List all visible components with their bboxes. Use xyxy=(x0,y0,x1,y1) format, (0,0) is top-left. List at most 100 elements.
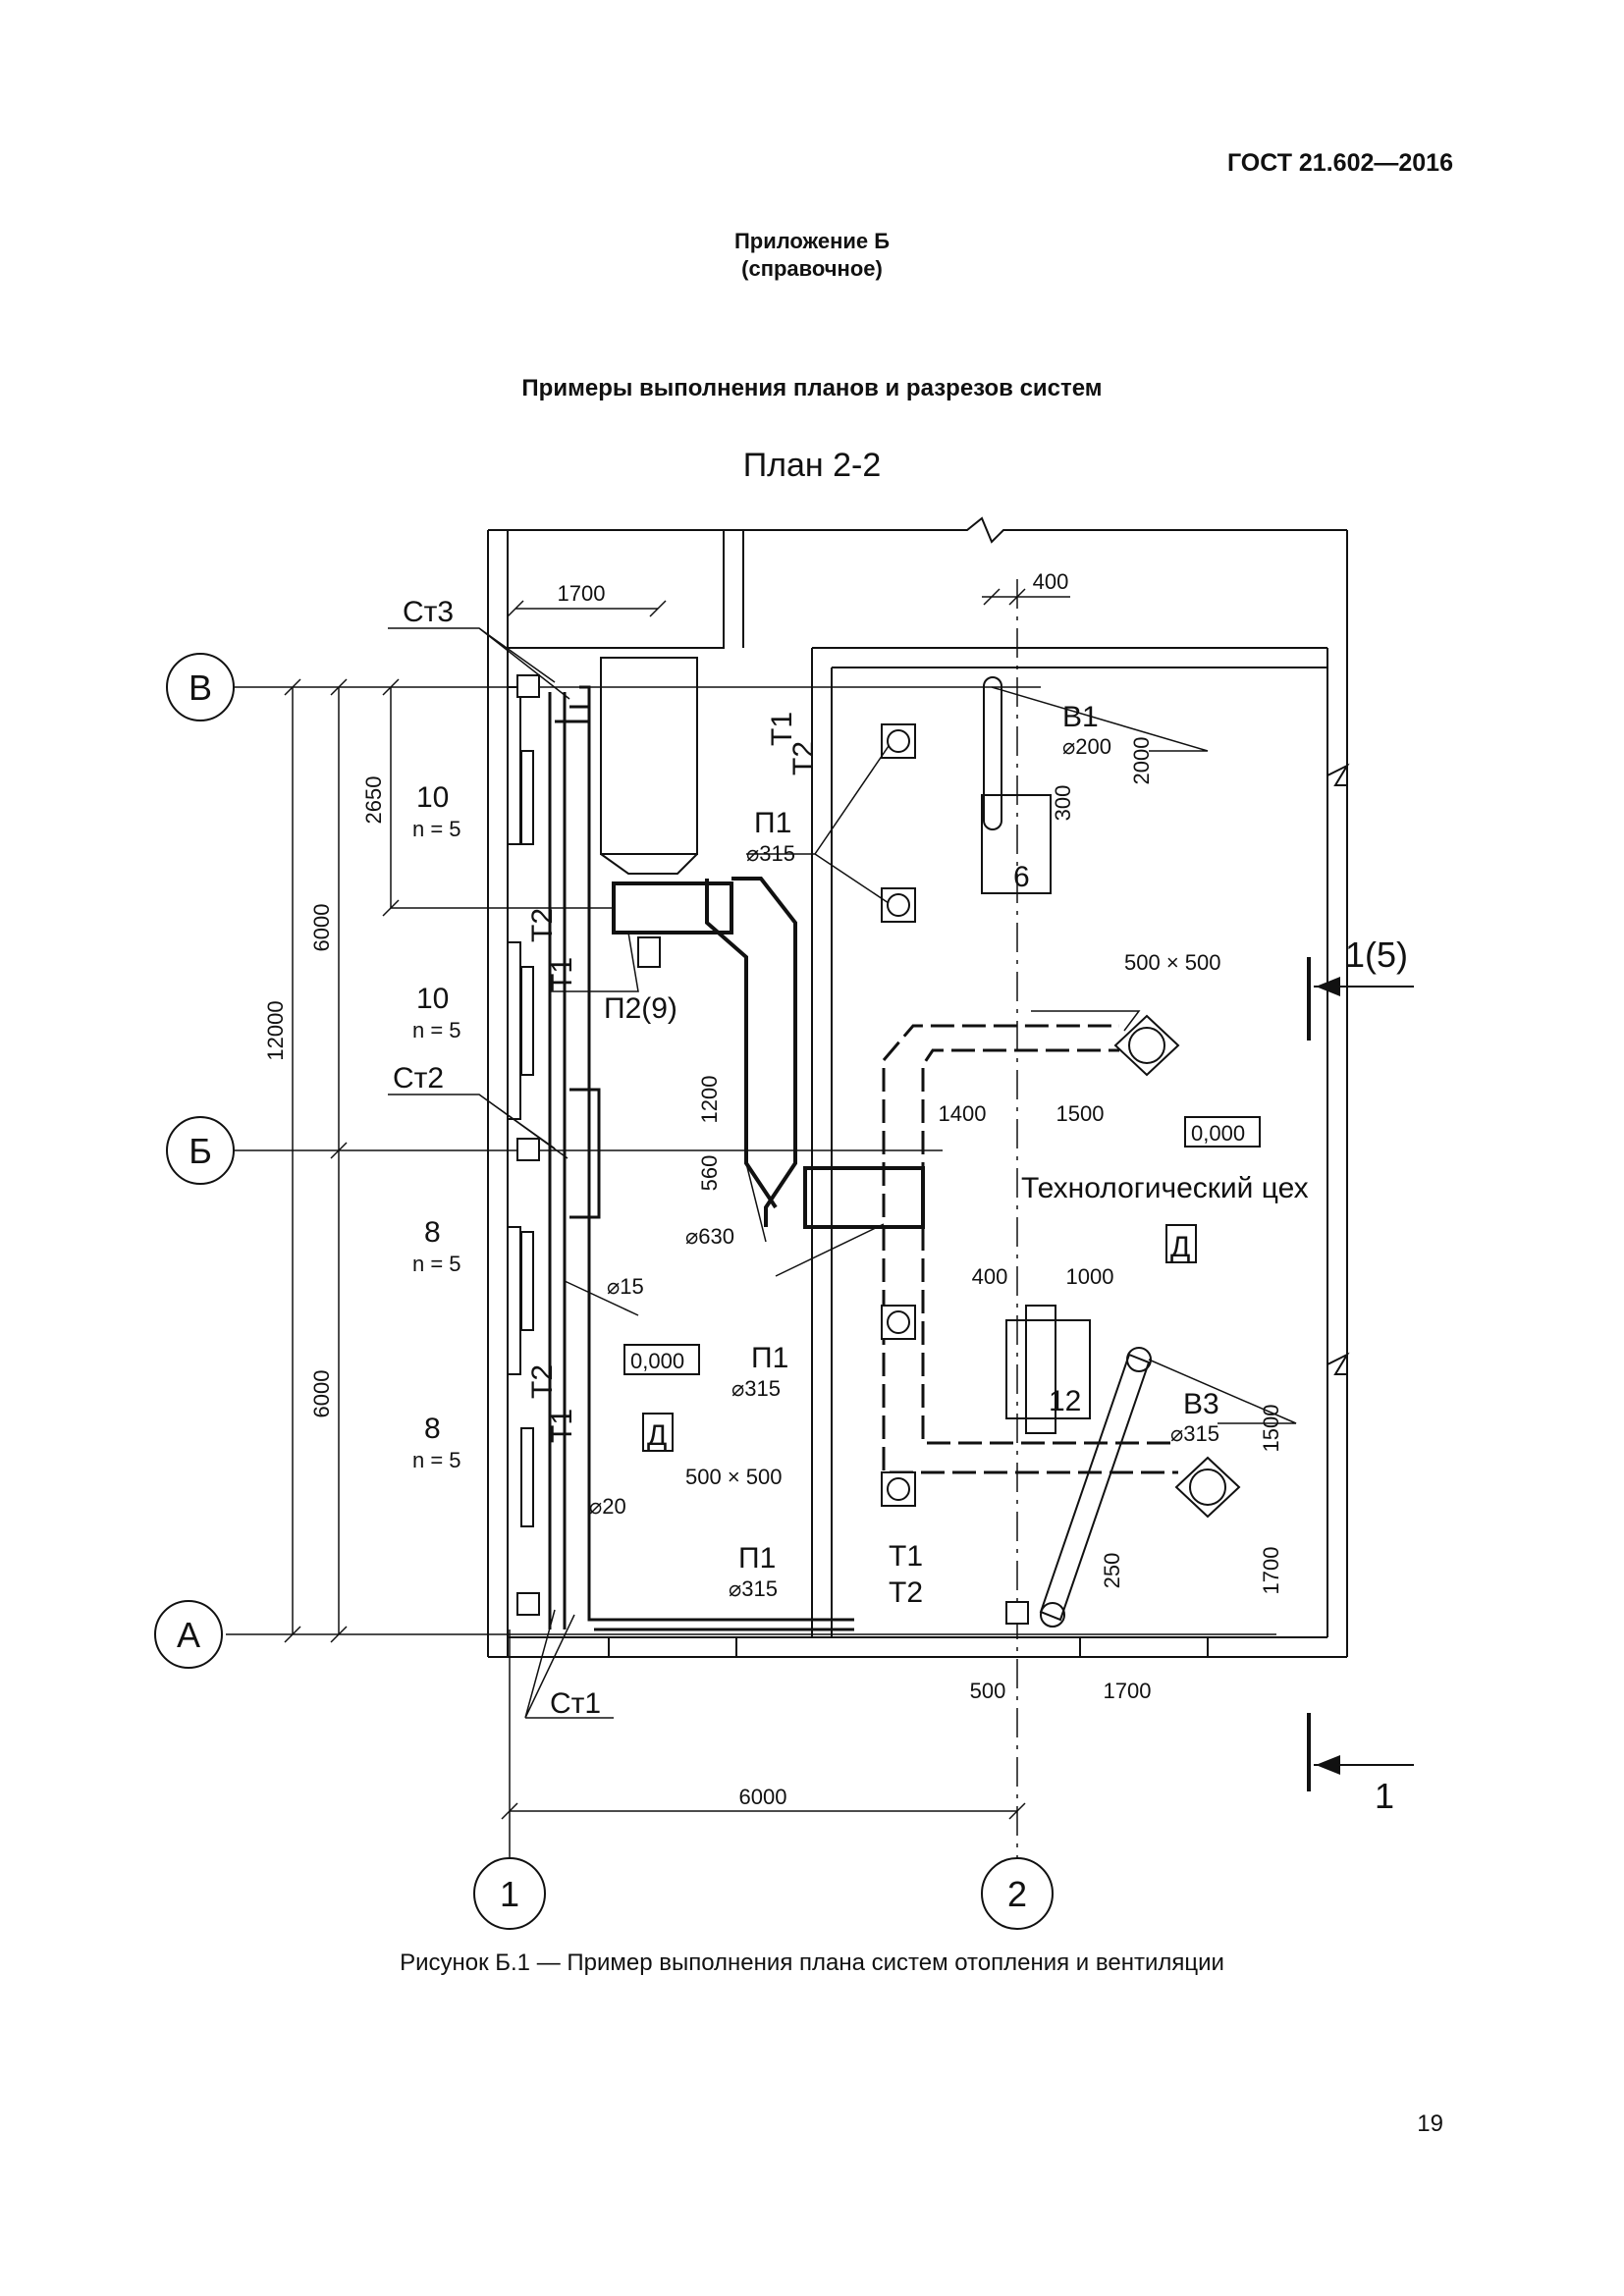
riser-box-right xyxy=(1005,1601,1029,1625)
label-rad-10b-n: n = 5 xyxy=(412,1018,461,1042)
radiator-2 xyxy=(520,966,534,1076)
label-p1-top: П1 xyxy=(754,807,791,839)
riser-box-st3 xyxy=(516,674,540,698)
axis-label-1: 1 xyxy=(500,1874,519,1914)
label-rad-8b-n: n = 5 xyxy=(412,1448,461,1472)
dim-6000-upper: 6000 xyxy=(309,904,334,952)
label-d630: ⌀630 xyxy=(685,1224,734,1249)
dim-1400: 1400 xyxy=(939,1101,987,1126)
label-room-cat-left: Д xyxy=(647,1419,667,1452)
v1-duct xyxy=(983,676,1002,830)
figure-caption: Рисунок Б.1 — Пример выполнения плана си… xyxy=(400,1949,1224,1976)
label-st1: Ст1 xyxy=(550,1687,601,1720)
label-v3-d: ⌀315 xyxy=(1170,1421,1219,1446)
label-v1-d: ⌀200 xyxy=(1062,734,1111,759)
axis-label-b: Б xyxy=(189,1131,212,1171)
appendix-title: Приложение Б (справочное) xyxy=(0,228,1624,283)
label-t2-top: Т2 xyxy=(787,741,820,775)
window-left-3 xyxy=(508,1226,521,1375)
wall-inner-top xyxy=(812,647,1327,668)
duct-horizontal xyxy=(803,1166,925,1229)
label-rad-10a: 10 xyxy=(416,781,449,814)
dim-400-b: 400 xyxy=(972,1264,1008,1289)
axis-bubble-v xyxy=(166,653,235,721)
section-title: Примеры выполнения планов и разрезов сис… xyxy=(521,375,1103,401)
label-t1-bottom: Т1 xyxy=(889,1540,923,1573)
exhaust-hood xyxy=(600,657,698,875)
label-v1: В1 xyxy=(1062,701,1099,733)
dim-250: 250 xyxy=(1100,1553,1124,1589)
dim-6000-bottom: 6000 xyxy=(739,1785,787,1809)
elev-box-left xyxy=(623,1344,700,1375)
label-t2-left-lower: Т2 xyxy=(526,1364,559,1399)
duct-p2 xyxy=(705,877,797,1227)
axis-bubble-b xyxy=(166,1116,235,1185)
label-t1-top: Т1 xyxy=(766,712,798,746)
equipment-6 xyxy=(981,794,1052,894)
window-bottom xyxy=(608,1637,1209,1657)
label-rad-10b: 10 xyxy=(416,983,449,1015)
dim-2000: 2000 xyxy=(1129,737,1154,785)
axis-bubble-a xyxy=(154,1600,223,1669)
label-item-12: 12 xyxy=(1049,1385,1081,1417)
label-v3: В3 xyxy=(1183,1388,1219,1420)
axis-bubbles xyxy=(154,653,1054,1930)
label-rad-10a-n: n = 5 xyxy=(412,817,461,841)
wall-bottom xyxy=(488,1636,1347,1658)
cat-box-right xyxy=(1165,1224,1197,1263)
document-id: ГОСТ 21.602—2016 xyxy=(1226,149,1453,177)
wall-inner-vert xyxy=(811,648,833,1637)
label-room-name: Технологический цех xyxy=(1021,1172,1309,1204)
label-elev-left: 0,000 xyxy=(630,1349,684,1373)
dim-300: 300 xyxy=(1051,785,1075,822)
dim-1700-right: 1700 xyxy=(1259,1547,1283,1595)
dim-2650: 2650 xyxy=(361,776,386,825)
label-t2-bottom: Т2 xyxy=(889,1576,923,1609)
axis-bubble-2 xyxy=(981,1857,1054,1930)
elev-box-right xyxy=(1184,1116,1261,1148)
radiator-4 xyxy=(520,1427,534,1527)
axis-label-v: В xyxy=(189,667,212,708)
dim-400: 400 xyxy=(1033,569,1069,594)
window-left-2 xyxy=(508,941,521,1120)
label-d15: ⌀15 xyxy=(607,1274,644,1299)
appendix-note: (справочное) xyxy=(741,256,883,281)
dim-1700-top: 1700 xyxy=(558,581,606,606)
fan-12 xyxy=(1025,1305,1056,1434)
axis-bubble-1 xyxy=(473,1857,546,1930)
label-p1-mid-d: ⌀315 xyxy=(731,1376,781,1401)
riser-box-st2 xyxy=(516,1138,540,1161)
pipe-riser-left xyxy=(548,692,567,1629)
dim-12000: 12000 xyxy=(263,1000,288,1060)
dim-1200: 1200 xyxy=(697,1076,722,1124)
equipment-12 xyxy=(1005,1319,1091,1419)
label-rad-8b: 8 xyxy=(424,1413,441,1445)
label-room-cat-right: Д xyxy=(1170,1231,1190,1263)
label-p2: П2(9) xyxy=(604,992,677,1025)
label-rad-8a: 8 xyxy=(424,1216,441,1249)
wall-upper-room xyxy=(507,530,744,649)
duct-500-top xyxy=(882,1024,1119,1217)
wall-break-right xyxy=(1326,763,1350,1375)
window-left-1 xyxy=(508,686,521,845)
dim-1500-right: 1500 xyxy=(1259,1405,1283,1453)
page-number: 19 xyxy=(1417,2110,1443,2137)
dim-1500-mid: 1500 xyxy=(1056,1101,1105,1126)
section-label-bottom: 1 xyxy=(1375,1776,1394,1816)
label-rad-8a-n: n = 5 xyxy=(412,1252,461,1276)
label-st3: Ст3 xyxy=(403,596,454,628)
dim-6000-lower: 6000 xyxy=(309,1370,334,1418)
label-elev-right: 0,000 xyxy=(1191,1121,1245,1146)
label-st2: Ст2 xyxy=(393,1062,444,1095)
wall-outer-left xyxy=(487,530,509,1657)
label-p1-bottom-d: ⌀315 xyxy=(729,1576,778,1601)
label-t2-left-upper: Т2 xyxy=(526,908,559,942)
radiator-1 xyxy=(520,750,534,845)
label-d20: ⌀20 xyxy=(589,1494,626,1519)
wall-top xyxy=(488,516,1347,544)
plan-title: План 2-2 xyxy=(742,447,882,484)
axis-label-a: А xyxy=(177,1615,200,1655)
dim-1000: 1000 xyxy=(1066,1264,1114,1289)
appendix-label: Приложение Б xyxy=(733,229,891,253)
